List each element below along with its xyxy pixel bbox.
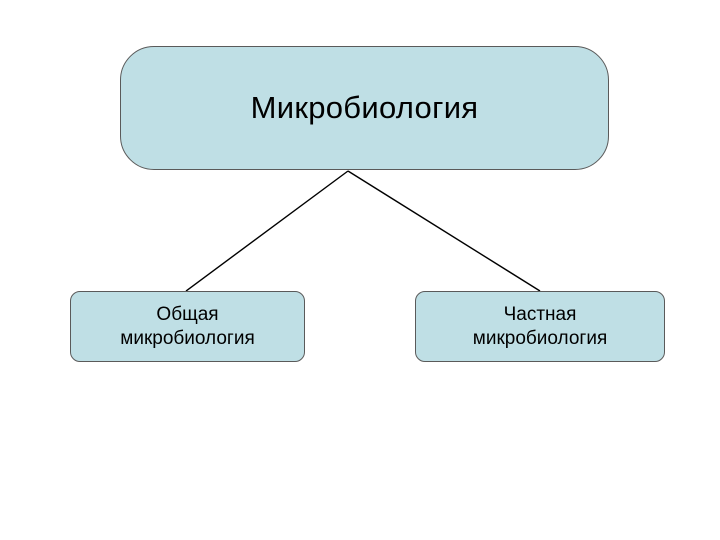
node-special-microbiology-label: Частная микробиология — [472, 303, 608, 349]
node-root[interactable]: Микробиология — [120, 46, 609, 170]
node-root-label: Микробиология — [250, 90, 479, 126]
connector-root-to-left — [185, 170, 349, 292]
connector-root-to-right — [347, 170, 541, 292]
node-general-microbiology[interactable]: Общая микробиология — [70, 291, 305, 362]
node-general-microbiology-label: Общая микробиология — [120, 303, 255, 349]
node-special-microbiology[interactable]: Частная микробиология — [415, 291, 665, 362]
